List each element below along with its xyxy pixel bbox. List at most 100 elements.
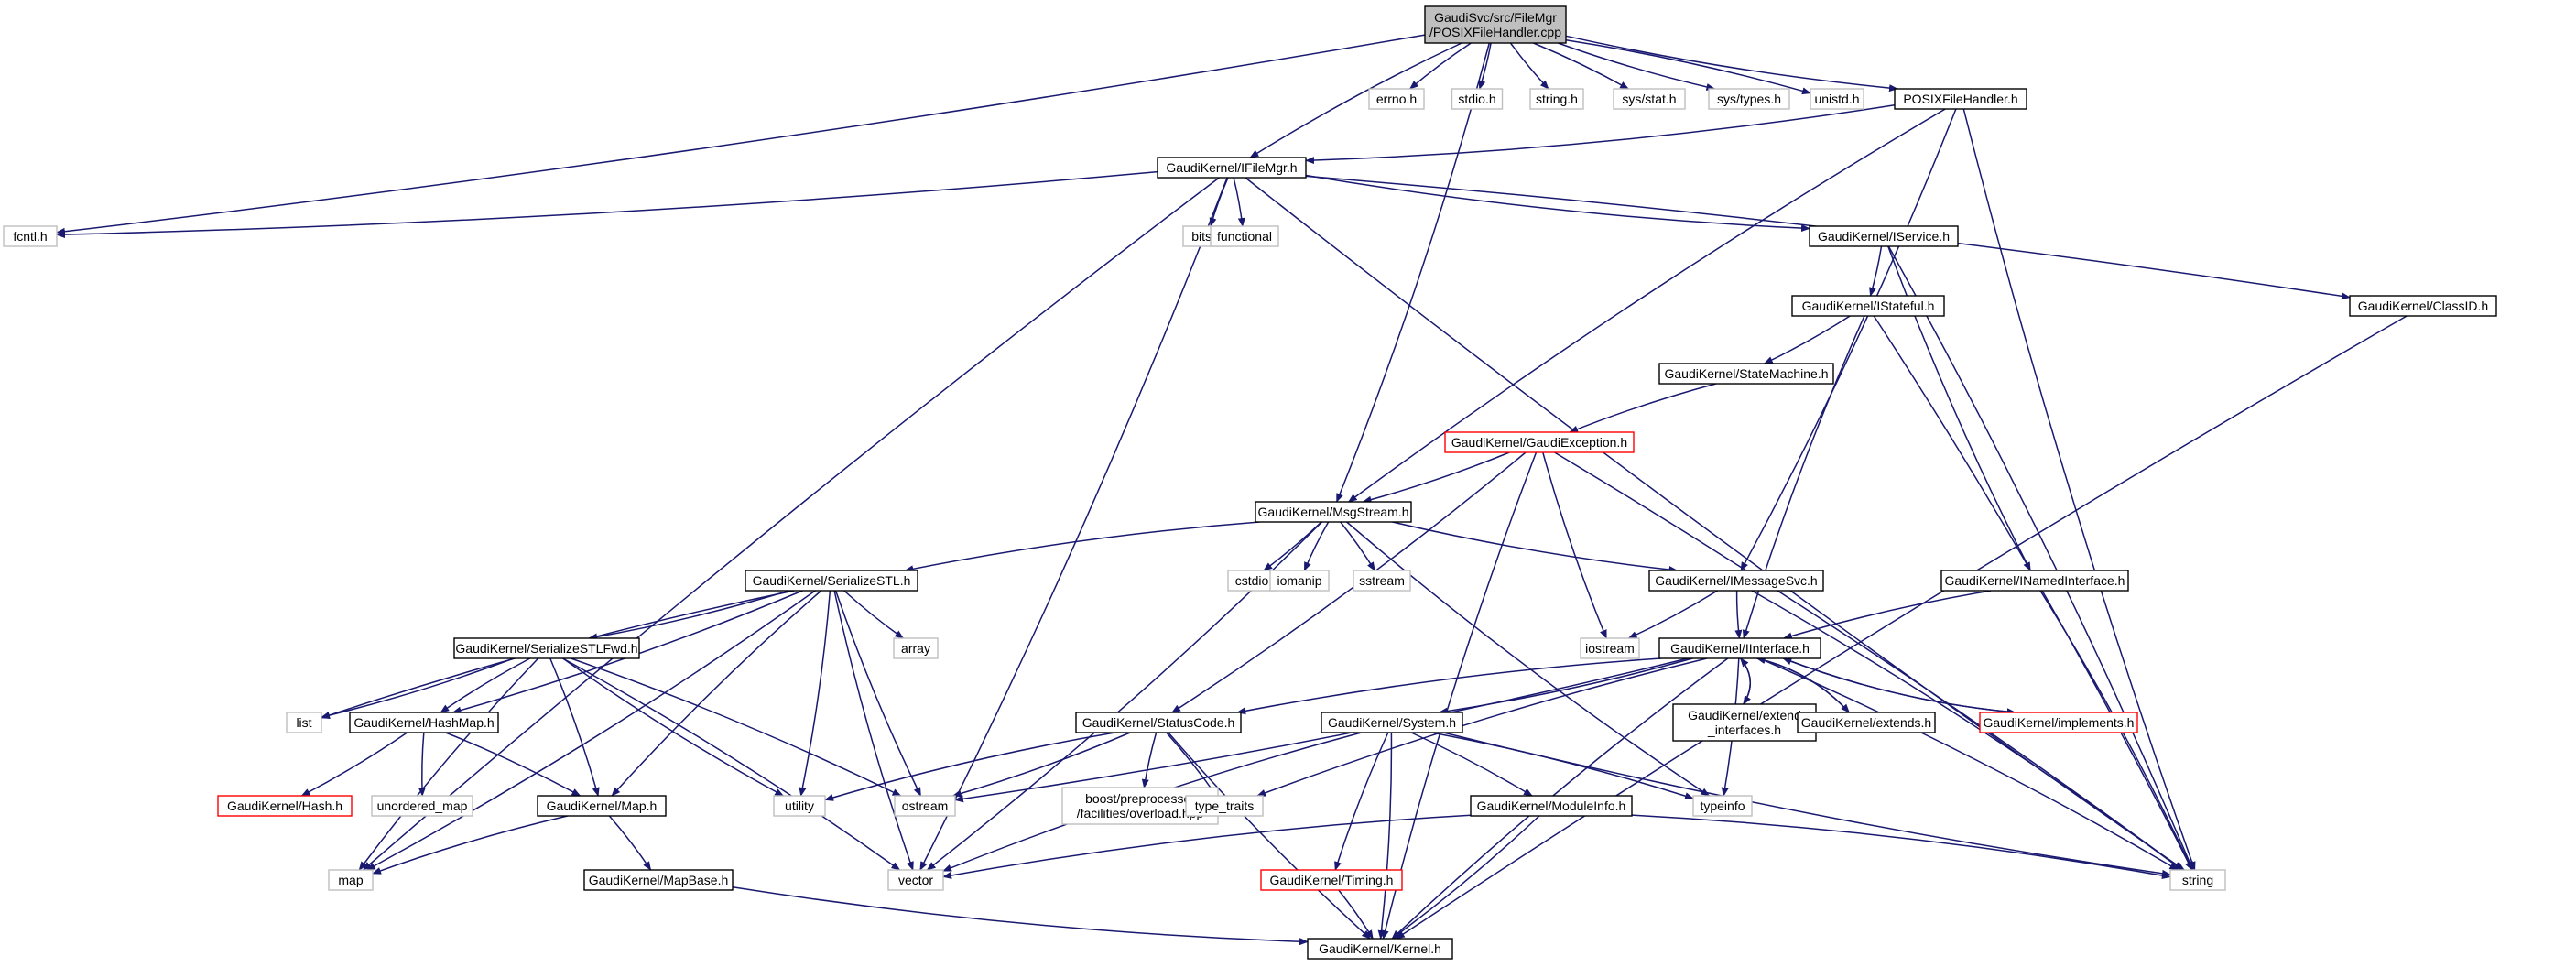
- node-label-serializestlfwd: GaudiKernel/SerializeSTLFwd.h: [455, 641, 637, 656]
- node-box-map: [328, 869, 374, 891]
- node-label-stringh: string.h: [1536, 92, 1578, 106]
- edge-serializestl-to-array: [843, 590, 905, 639]
- node-maph[interactable]: GaudiKernel/Map.h: [537, 795, 667, 817]
- node-system[interactable]: GaudiKernel/System.h: [1321, 712, 1463, 733]
- node-box-systypes: [1708, 88, 1790, 110]
- node-box-timing: [1260, 869, 1403, 891]
- edge-istateful-to-stringstd: [1873, 315, 2193, 871]
- edge-serializestl-to-vector: [833, 590, 914, 871]
- node-serializestl[interactable]: GaudiKernel/SerializeSTL.h: [745, 570, 918, 592]
- node-box-ifilemgr: [1157, 157, 1307, 179]
- node-label-maph: GaudiKernel/Map.h: [547, 799, 658, 813]
- node-label-implements: GaudiKernel/implements.h: [1984, 715, 2135, 730]
- edge-hashmap-to-maph: [445, 732, 582, 797]
- node-box-system: [1321, 712, 1463, 733]
- edge-system-to-stringstd: [1443, 732, 2171, 877]
- node-label-inamedinterface: GaudiKernel/INamedInterface.h: [1945, 573, 2125, 588]
- node-hashmap[interactable]: GaudiKernel/HashMap.h: [349, 712, 499, 733]
- node-label-typeinfo: typeinfo: [1700, 799, 1745, 813]
- node-imessagesvc[interactable]: GaudiKernel/IMessageSvc.h: [1648, 570, 1824, 592]
- node-stdio: stdio.h: [1451, 88, 1504, 110]
- edge-msgstream-to-sstream: [1340, 521, 1375, 571]
- node-extendinterfaces[interactable]: GaudiKernel/extend_interfaces.h: [1672, 703, 1817, 742]
- node-label-moduleinfo: GaudiKernel/ModuleInfo.h: [1477, 799, 1626, 813]
- node-mapbase[interactable]: GaudiKernel/MapBase.h: [583, 869, 734, 891]
- node-hash[interactable]: GaudiKernel/Hash.h: [217, 795, 353, 817]
- node-classid[interactable]: GaudiKernel/ClassID.h: [2349, 295, 2497, 317]
- node-label-iomanip: iomanip: [1277, 573, 1321, 588]
- node-label-kernel: GaudiKernel/Kernel.h: [1319, 941, 1441, 956]
- node-extends[interactable]: GaudiKernel/extends.h: [1797, 712, 1936, 733]
- node-label-sysstat: sys/stat.h: [1622, 92, 1676, 106]
- node-fcntl: fcntl.h: [3, 225, 58, 247]
- node-kernel[interactable]: GaudiKernel/Kernel.h: [1307, 938, 1453, 960]
- edge-posixh-to-stringstd: [1962, 108, 2196, 871]
- node-box-typetraits: [1185, 795, 1264, 817]
- node-label-hashmap: GaudiKernel/HashMap.h: [353, 715, 494, 730]
- node-box-maph: [537, 795, 667, 817]
- node-root[interactable]: GaudiSvc/src/FileMgr/POSIXFileHandler.cp…: [1424, 5, 1567, 44]
- node-posixh[interactable]: POSIXFileHandler.h: [1894, 88, 2027, 110]
- node-label-overload: boost/preprocessor: [1085, 791, 1195, 806]
- node-box-typeinfo: [1692, 795, 1753, 817]
- node-box-imessagesvc: [1648, 570, 1824, 592]
- node-label-utility: utility: [785, 799, 814, 813]
- edge-ifilemgr-to-bitset: [1209, 177, 1229, 227]
- node-gaudiexception[interactable]: GaudiKernel/GaudiException.h: [1444, 431, 1635, 453]
- node-label-extends: GaudiKernel/extends.h: [1801, 715, 1931, 730]
- node-box-gaudiexception: [1444, 431, 1635, 453]
- node-box-kernel: [1307, 938, 1453, 960]
- node-box-sysstat: [1613, 88, 1686, 110]
- edge-msgstream-to-iomanip: [1303, 521, 1330, 571]
- node-inamedinterface[interactable]: GaudiKernel/INamedInterface.h: [1940, 570, 2129, 592]
- node-label-iinterface: GaudiKernel/IInterface.h: [1670, 641, 1810, 656]
- edge-ifilemgr-to-map: [362, 177, 1220, 871]
- node-label-serializestl: GaudiKernel/SerializeSTL.h: [753, 573, 911, 588]
- edge-gaudiexception-to-statuscode: [1171, 451, 1527, 713]
- node-box-hash: [217, 795, 353, 817]
- node-timing[interactable]: GaudiKernel/Timing.h: [1260, 869, 1403, 891]
- node-label-stdio: stdio.h: [1458, 92, 1495, 106]
- edge-serializestlfwd-to-maph: [549, 657, 600, 797]
- edge-mapbase-to-kernel: [732, 886, 1309, 946]
- node-iservice[interactable]: GaudiKernel/IService.h: [1809, 225, 1959, 247]
- node-label-vector: vector: [898, 873, 933, 887]
- edge-maph-to-map: [372, 815, 568, 875]
- edge-gaudiexception-to-iostream: [1542, 451, 1607, 639]
- node-label-statemachine: GaudiKernel/StateMachine.h: [1665, 366, 1829, 381]
- node-ifilemgr[interactable]: GaudiKernel/IFileMgr.h: [1157, 157, 1307, 179]
- node-label-hash: GaudiKernel/Hash.h: [227, 799, 342, 813]
- node-istateful[interactable]: GaudiKernel/IStateful.h: [1791, 295, 1945, 317]
- node-statemachine[interactable]: GaudiKernel/StateMachine.h: [1658, 363, 1834, 385]
- node-iostream: iostream: [1580, 637, 1640, 659]
- node-utility: utility: [773, 795, 826, 817]
- edge-hashmap-to-unorderedmap: [418, 732, 426, 797]
- node-moduleinfo[interactable]: GaudiKernel/ModuleInfo.h: [1470, 795, 1633, 817]
- node-msgstream[interactable]: GaudiKernel/MsgStream.h: [1255, 501, 1412, 523]
- node-implements[interactable]: GaudiKernel/implements.h: [1979, 712, 2138, 733]
- edge-statuscode-to-typetraits: [1166, 732, 1217, 797]
- node-box-utility: [773, 795, 826, 817]
- edge-posixh-to-imessagesvc: [1740, 108, 1957, 571]
- node-label-overload: /facilities/overload.hpp: [1077, 806, 1204, 820]
- edge-root-to-ifilemgr: [1249, 42, 1462, 158]
- node-ostream: ostream: [894, 795, 956, 817]
- node-map: map: [328, 869, 374, 891]
- node-box-statemachine: [1658, 363, 1834, 385]
- edge-gaudiexception-to-stringstd: [1554, 451, 2184, 871]
- node-box-mapbase: [583, 869, 734, 891]
- node-sysstat: sys/stat.h: [1613, 88, 1686, 110]
- node-label-extendinterfaces: GaudiKernel/extend: [1688, 708, 1801, 723]
- node-unorderedmap: unordered_map: [371, 795, 473, 817]
- edge-implements-to-iinterface: [1782, 657, 2016, 713]
- node-iinterface[interactable]: GaudiKernel/IInterface.h: [1658, 637, 1821, 659]
- edge-posixh-to-ifilemgr: [1305, 104, 1896, 165]
- edge-istateful-to-statemachine: [1763, 315, 1851, 364]
- node-statuscode[interactable]: GaudiKernel/StatusCode.h: [1075, 712, 1242, 733]
- node-label-typetraits: type_traits: [1195, 799, 1255, 813]
- node-serializestlfwd[interactable]: GaudiKernel/SerializeSTLFwd.h: [453, 637, 640, 659]
- node-typetraits: type_traits: [1185, 795, 1264, 817]
- node-box-iostream: [1580, 637, 1640, 659]
- edge-msgstream-to-serializestl: [904, 521, 1260, 573]
